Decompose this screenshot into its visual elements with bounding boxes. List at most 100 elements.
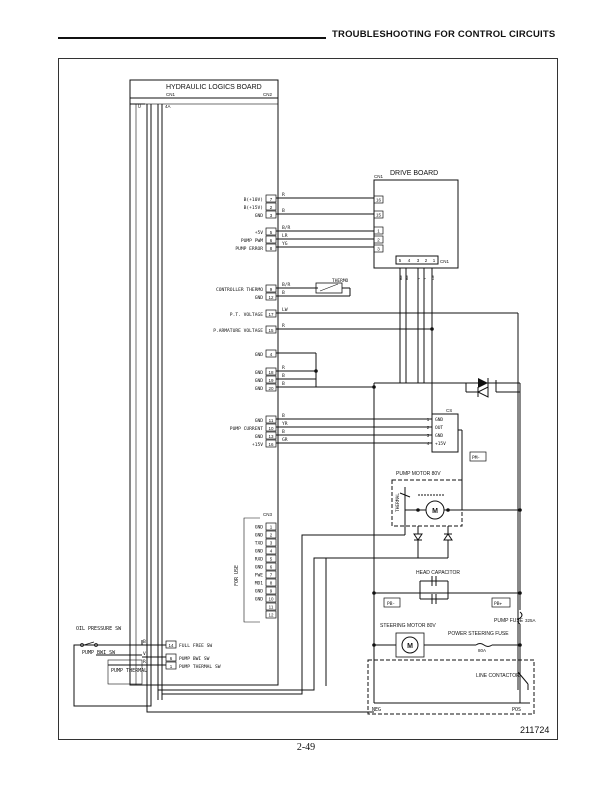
pin: 6 [270,238,273,243]
sig-pump-thermal-sw: PUMP THERMAL SW [179,664,221,670]
pin: 2 [427,425,430,430]
wire-label: LR [282,233,288,239]
cs-signal: +15V [435,441,446,447]
sig-gnd4: GND [255,352,264,358]
diagram-frame [58,58,558,740]
page-number: 2-49 [296,742,316,753]
cs-signal: GND [435,433,443,439]
cn3-signal: GND [255,597,264,603]
page-header-title: TROUBLESHOOTING FOR CONTROL CIRCUITS [332,29,556,40]
wire-label: B [282,381,285,387]
pin: 10 [268,426,274,431]
wire-label: R [143,659,146,665]
wire-label: B [282,208,285,214]
pin: 14 [168,643,174,648]
cs-signal: OUT [435,425,443,431]
psf-rating: 80A [478,648,486,653]
sig-b10: B(+10V) [244,197,263,203]
steering-motor-label: STEERING MOTOR 80V [380,623,436,629]
wire-label: B/R [282,225,291,231]
drive-board-title: DRIVE BOARD [390,170,438,177]
pin: 1 [170,664,173,669]
wire-label: R [282,323,285,329]
sig-p-armature: P.ARMATURE VOLTAGE [213,328,263,334]
cn3-pin: 10 [268,597,274,602]
sig-pump-error: PUMP ERROR [235,246,263,252]
cn3-pin: 12 [268,613,274,618]
pin: 1 [433,258,436,263]
pin: 18 [268,370,274,375]
oil-pressure-sw-label: OIL PRESSURE SW [76,626,122,632]
head-capacitor-label: HEAD CAPACITOR [416,570,460,576]
hlb-title: HYDRAULIC LOGICS BOARD [166,84,262,91]
cn3-signal: GND [255,549,264,555]
pin: 3 [417,258,420,263]
pb-plus-label: PB+ [494,601,502,607]
sig-15v: +15V [252,442,263,448]
thermo-label: THERMO [332,278,349,284]
pin: 9 [270,287,273,292]
sig-gnd19: GND [255,378,264,384]
pin: 15 [376,213,382,218]
pin: 12 [268,295,274,300]
pb-minus-label: PB- [387,601,395,607]
cn3-signal: TXD [255,541,264,547]
hlb-pin-cn1: 4A [165,104,171,109]
hlb-pin-zero: 0 [138,104,141,110]
pump-fuse-label: PUMP FUSE [494,618,524,624]
pin: 15 [268,328,274,333]
wire-label: B [282,373,285,379]
wire-label: B [282,413,285,419]
sig-pt-voltage: P.T. VOLTAGE [230,312,263,318]
hlb-cn1-label: CN1 [166,92,175,97]
sig-gnd20: GND [255,386,264,392]
sig-gnd2: GND [255,295,264,301]
cn3-pin: 4 [270,549,273,554]
pin: 1 [427,417,430,422]
cn3-pin: 2 [270,533,273,538]
cn3-signal: GND [255,533,264,539]
sig-full-free-sw: FULL FREE SW [179,643,212,649]
cn3-pin: 7 [270,573,273,578]
pump-motor-label: PUMP MOTOR 80V [396,471,441,477]
sig-gnd11: GND [255,418,264,424]
pump-fuse-rating: 325A [525,618,536,623]
pin: 2 [377,238,380,243]
pump-thermal-label: PUMP THERMAL [111,668,147,674]
pin: 8 [270,246,273,251]
cs-signal: GND [435,417,443,423]
cn3-signal: GND [255,589,264,595]
figure-id: 211724 [520,725,550,735]
pin: 2 [425,258,428,263]
pin: 7 [270,197,273,202]
for-use-label: FOR USE [234,565,240,586]
sig-b15: B(+15V) [244,205,263,211]
wire-label: B [143,639,146,645]
cn3-pin: 1 [270,525,273,530]
drive-cn1-label: CN1 [374,174,383,179]
wire-label: GR [282,437,288,443]
line-contactor-label: LINE CONTACTOR [476,673,520,679]
sig-gnd18: GND [255,370,264,376]
pin: 3 [427,433,430,438]
power-steering-fuse-label: POWER STEERING FUSE [448,631,509,637]
sig-pump-bwi-sw: PUMP BWI SW [179,656,210,662]
pin: 20 [268,386,274,391]
pin: 3 [377,247,380,252]
cn3-signal: MD1 [255,581,264,587]
hlb-cn2-label: CN2 [263,92,272,97]
wire-label: LW [430,275,435,280]
wire-label: Y [422,277,427,280]
neg-label: NEG [372,707,381,713]
pos-label: POS [512,707,521,713]
wire-label: V [143,651,146,657]
cn3-pin: 8 [270,581,273,586]
pin: 17 [268,312,274,317]
cn3-pin: 3 [270,541,273,546]
pin: 3 [270,213,273,218]
pin: 2 [270,205,273,210]
wire-label: BW [398,275,403,280]
steering-motor-m: M [407,643,413,650]
pin: 16 [268,442,274,447]
pin: 4 [427,441,430,446]
